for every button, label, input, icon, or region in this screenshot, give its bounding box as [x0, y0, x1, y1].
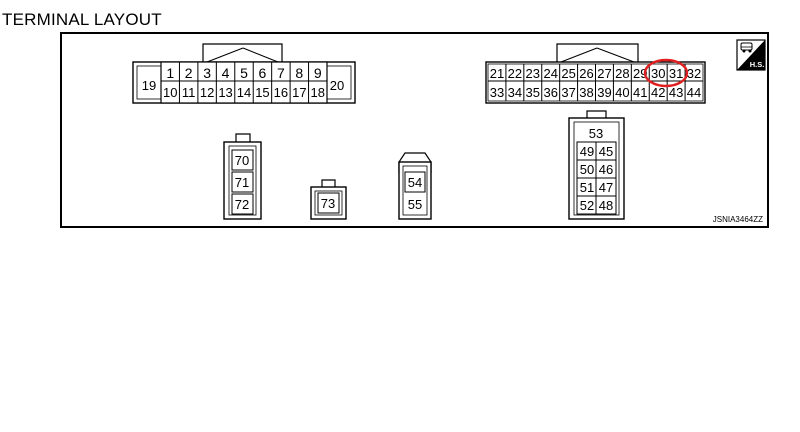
terminal-25: 25 — [561, 66, 575, 81]
terminal-15: 15 — [255, 85, 269, 100]
terminal-6: 6 — [259, 65, 267, 81]
terminal-40: 40 — [615, 85, 629, 100]
terminal-26: 26 — [579, 66, 593, 81]
terminal-72: 72 — [235, 197, 249, 212]
connector-nine-pin: 53 49 50 51 52 45 46 47 48 — [568, 110, 625, 220]
terminal-38: 38 — [579, 85, 593, 100]
terminal-11: 11 — [182, 85, 196, 100]
terminal-28: 28 — [615, 66, 629, 81]
hs-badge: H.S. — [736, 39, 766, 71]
terminal-5: 5 — [240, 65, 248, 81]
terminal-44: 44 — [687, 85, 701, 100]
terminal-41: 41 — [633, 85, 647, 100]
terminal-21: 21 — [490, 66, 504, 81]
terminal-24: 24 — [543, 66, 557, 81]
vehicle-icon — [740, 42, 753, 53]
terminal-9: 9 — [314, 65, 322, 81]
terminal-70: 70 — [235, 153, 249, 168]
terminal-71: 71 — [235, 175, 249, 190]
terminal-43: 43 — [669, 85, 683, 100]
terminal-47: 47 — [599, 180, 613, 195]
connector-two-pin: 54 55 — [398, 152, 432, 220]
terminal-3: 3 — [203, 65, 211, 81]
terminal-10: 10 — [163, 85, 177, 100]
page-title: TERMINAL LAYOUT — [2, 10, 162, 29]
terminal-52: 52 — [580, 198, 594, 213]
terminal-14: 14 — [237, 85, 251, 100]
terminal-2: 2 — [185, 65, 193, 81]
terminal-33: 33 — [490, 85, 504, 100]
terminal-48: 48 — [599, 198, 613, 213]
terminal-49: 49 — [580, 144, 594, 159]
terminal-30: 30 — [651, 66, 665, 81]
terminal-13: 13 — [218, 85, 232, 100]
terminal-17: 17 — [292, 85, 306, 100]
terminal-7: 7 — [277, 65, 285, 81]
terminal-35: 35 — [526, 85, 540, 100]
terminal-50: 50 — [580, 162, 594, 177]
terminal-45: 45 — [599, 144, 613, 159]
connector-three-pin: 70 71 72 — [223, 133, 262, 220]
terminal-46: 46 — [599, 162, 613, 177]
hs-badge-label: H.S. — [750, 60, 765, 69]
terminal-27: 27 — [597, 66, 611, 81]
terminal-55: 55 — [408, 197, 422, 212]
terminal-53: 53 — [589, 126, 603, 141]
terminal-29: 29 — [633, 66, 647, 81]
terminal-23: 23 — [526, 66, 540, 81]
terminal-16: 16 — [274, 85, 288, 100]
terminal-1: 1 — [166, 65, 174, 81]
terminal-73: 73 — [321, 196, 335, 211]
terminal-54: 54 — [408, 175, 422, 190]
terminal-32: 32 — [687, 66, 701, 81]
terminal-42: 42 — [651, 85, 665, 100]
terminal-19: 19 — [142, 78, 156, 93]
terminal-22: 22 — [508, 66, 522, 81]
terminal-36: 36 — [543, 85, 557, 100]
terminal-34: 34 — [508, 85, 522, 100]
connector-single-pin: 73 — [310, 179, 347, 220]
terminal-8: 8 — [295, 65, 303, 81]
figure-code: JSNIA3464ZZ — [713, 215, 763, 224]
terminal-20: 20 — [330, 78, 344, 93]
terminal-12: 12 — [200, 85, 214, 100]
terminal-31: 31 — [669, 66, 683, 81]
terminal-51: 51 — [580, 180, 594, 195]
terminal-4: 4 — [222, 65, 230, 81]
terminal-18: 18 — [311, 85, 325, 100]
highlight-circle-30-31 — [643, 58, 689, 88]
terminal-37: 37 — [561, 85, 575, 100]
terminal-39: 39 — [597, 85, 611, 100]
